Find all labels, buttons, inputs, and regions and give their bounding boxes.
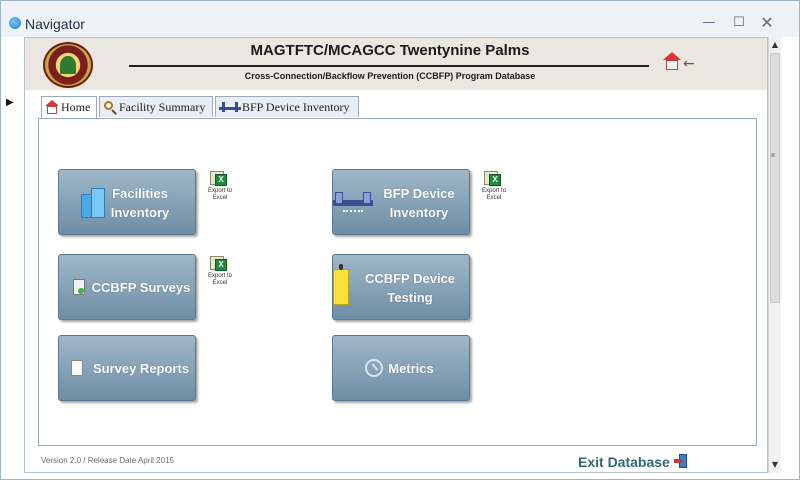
building-icon (81, 188, 107, 218)
report-document-icon (71, 360, 83, 376)
export-label: Export to Excel (481, 188, 506, 201)
app-icon (9, 17, 21, 29)
bfp-export-button[interactable]: X Export to Excel (476, 171, 512, 207)
form-header: MAGTFTC/MCAGCC Twentynine Palms Cross-Co… (25, 38, 767, 90)
home-icon (663, 52, 681, 72)
survey-reports-label: Survey Reports (92, 361, 190, 376)
tab-bfp-device-inventory[interactable]: BFP Device Inventory (215, 96, 359, 117)
metrics-label: Metrics (388, 361, 434, 376)
facilities-export-button[interactable]: X Export to Excel (202, 171, 238, 207)
scroll-down-icon[interactable]: ▼ (771, 460, 779, 469)
maximize-button[interactable]: ☐ (733, 15, 745, 30)
bfp-device-inventory-label: BFP Device Inventory (383, 186, 455, 220)
gauge-icon (365, 359, 383, 377)
back-arrow-icon: ← (683, 56, 695, 72)
program-subtitle: Cross-Connection/Backflow Prevention (CC… (244, 71, 536, 81)
test-tag-icon (333, 264, 349, 305)
window-title: Navigator (25, 16, 85, 32)
minimize-button[interactable]: — (702, 15, 716, 30)
export-label: Export to Excel (207, 188, 232, 201)
version-text: Version 2.0 / Release Date April 2015 (41, 456, 174, 465)
ccbfp-device-testing-button[interactable]: CCBFP Device Testing (332, 254, 470, 320)
home-tab-content: Facilities Inventory X Export to Excel C… (38, 118, 757, 446)
magnifier-icon (103, 100, 117, 115)
form-frame: MAGTFTC/MCAGCC Twentynine Palms Cross-Co… (24, 37, 768, 473)
excel-icon: X (210, 171, 228, 187)
backflow-device-icon (333, 192, 373, 214)
org-title: MAGTFTC/MCAGCC Twentynine Palms (250, 42, 530, 59)
tab-bfp-device-inventory-label: BFP Device Inventory (242, 100, 350, 114)
facilities-inventory-button[interactable]: Facilities Inventory (58, 169, 196, 235)
header-divider (129, 65, 649, 67)
excel-icon: X (210, 256, 228, 272)
seal-logo (43, 42, 93, 88)
tab-facility-summary[interactable]: Facility Summary (99, 96, 213, 117)
pipes-icon (219, 100, 241, 114)
exit-database-label: Exit Database (578, 454, 670, 470)
palm-tree-icon (60, 56, 76, 74)
record-selector-icon: ▶ (6, 97, 14, 108)
exit-database-button[interactable]: Exit Database (578, 452, 687, 472)
scroll-grip-icon (771, 153, 775, 157)
title-bar: Navigator — ☐ ✕ (1, 1, 799, 37)
facilities-inventory-label: Facilities Inventory (110, 186, 170, 220)
tab-home[interactable]: Home (41, 96, 97, 118)
tab-facility-summary-label: Facility Summary (119, 100, 206, 114)
scroll-thumb[interactable] (770, 53, 780, 303)
bfp-device-inventory-button[interactable]: BFP Device Inventory (332, 169, 470, 235)
ccbfp-surveys-button[interactable]: CCBFP Surveys (58, 254, 196, 320)
survey-reports-button[interactable]: Survey Reports (58, 335, 196, 401)
ccbfp-device-testing-label: CCBFP Device Testing (364, 271, 456, 305)
home-back-button[interactable]: ← (663, 52, 703, 76)
scroll-up-icon[interactable]: ▲ (771, 40, 779, 49)
metrics-button[interactable]: Metrics (332, 335, 470, 401)
surveys-export-button[interactable]: X Export to Excel (202, 256, 238, 292)
survey-document-icon (73, 279, 85, 295)
close-button[interactable]: ✕ (760, 13, 774, 32)
vertical-scrollbar[interactable]: ▲ ▼ (768, 37, 781, 473)
ccbfp-surveys-label: CCBFP Surveys (91, 280, 191, 295)
exit-door-icon (674, 454, 688, 468)
tab-home-label: Home (61, 100, 91, 114)
home-icon (45, 100, 59, 114)
export-label: Export to Excel (207, 273, 232, 286)
excel-icon: X (484, 171, 502, 187)
